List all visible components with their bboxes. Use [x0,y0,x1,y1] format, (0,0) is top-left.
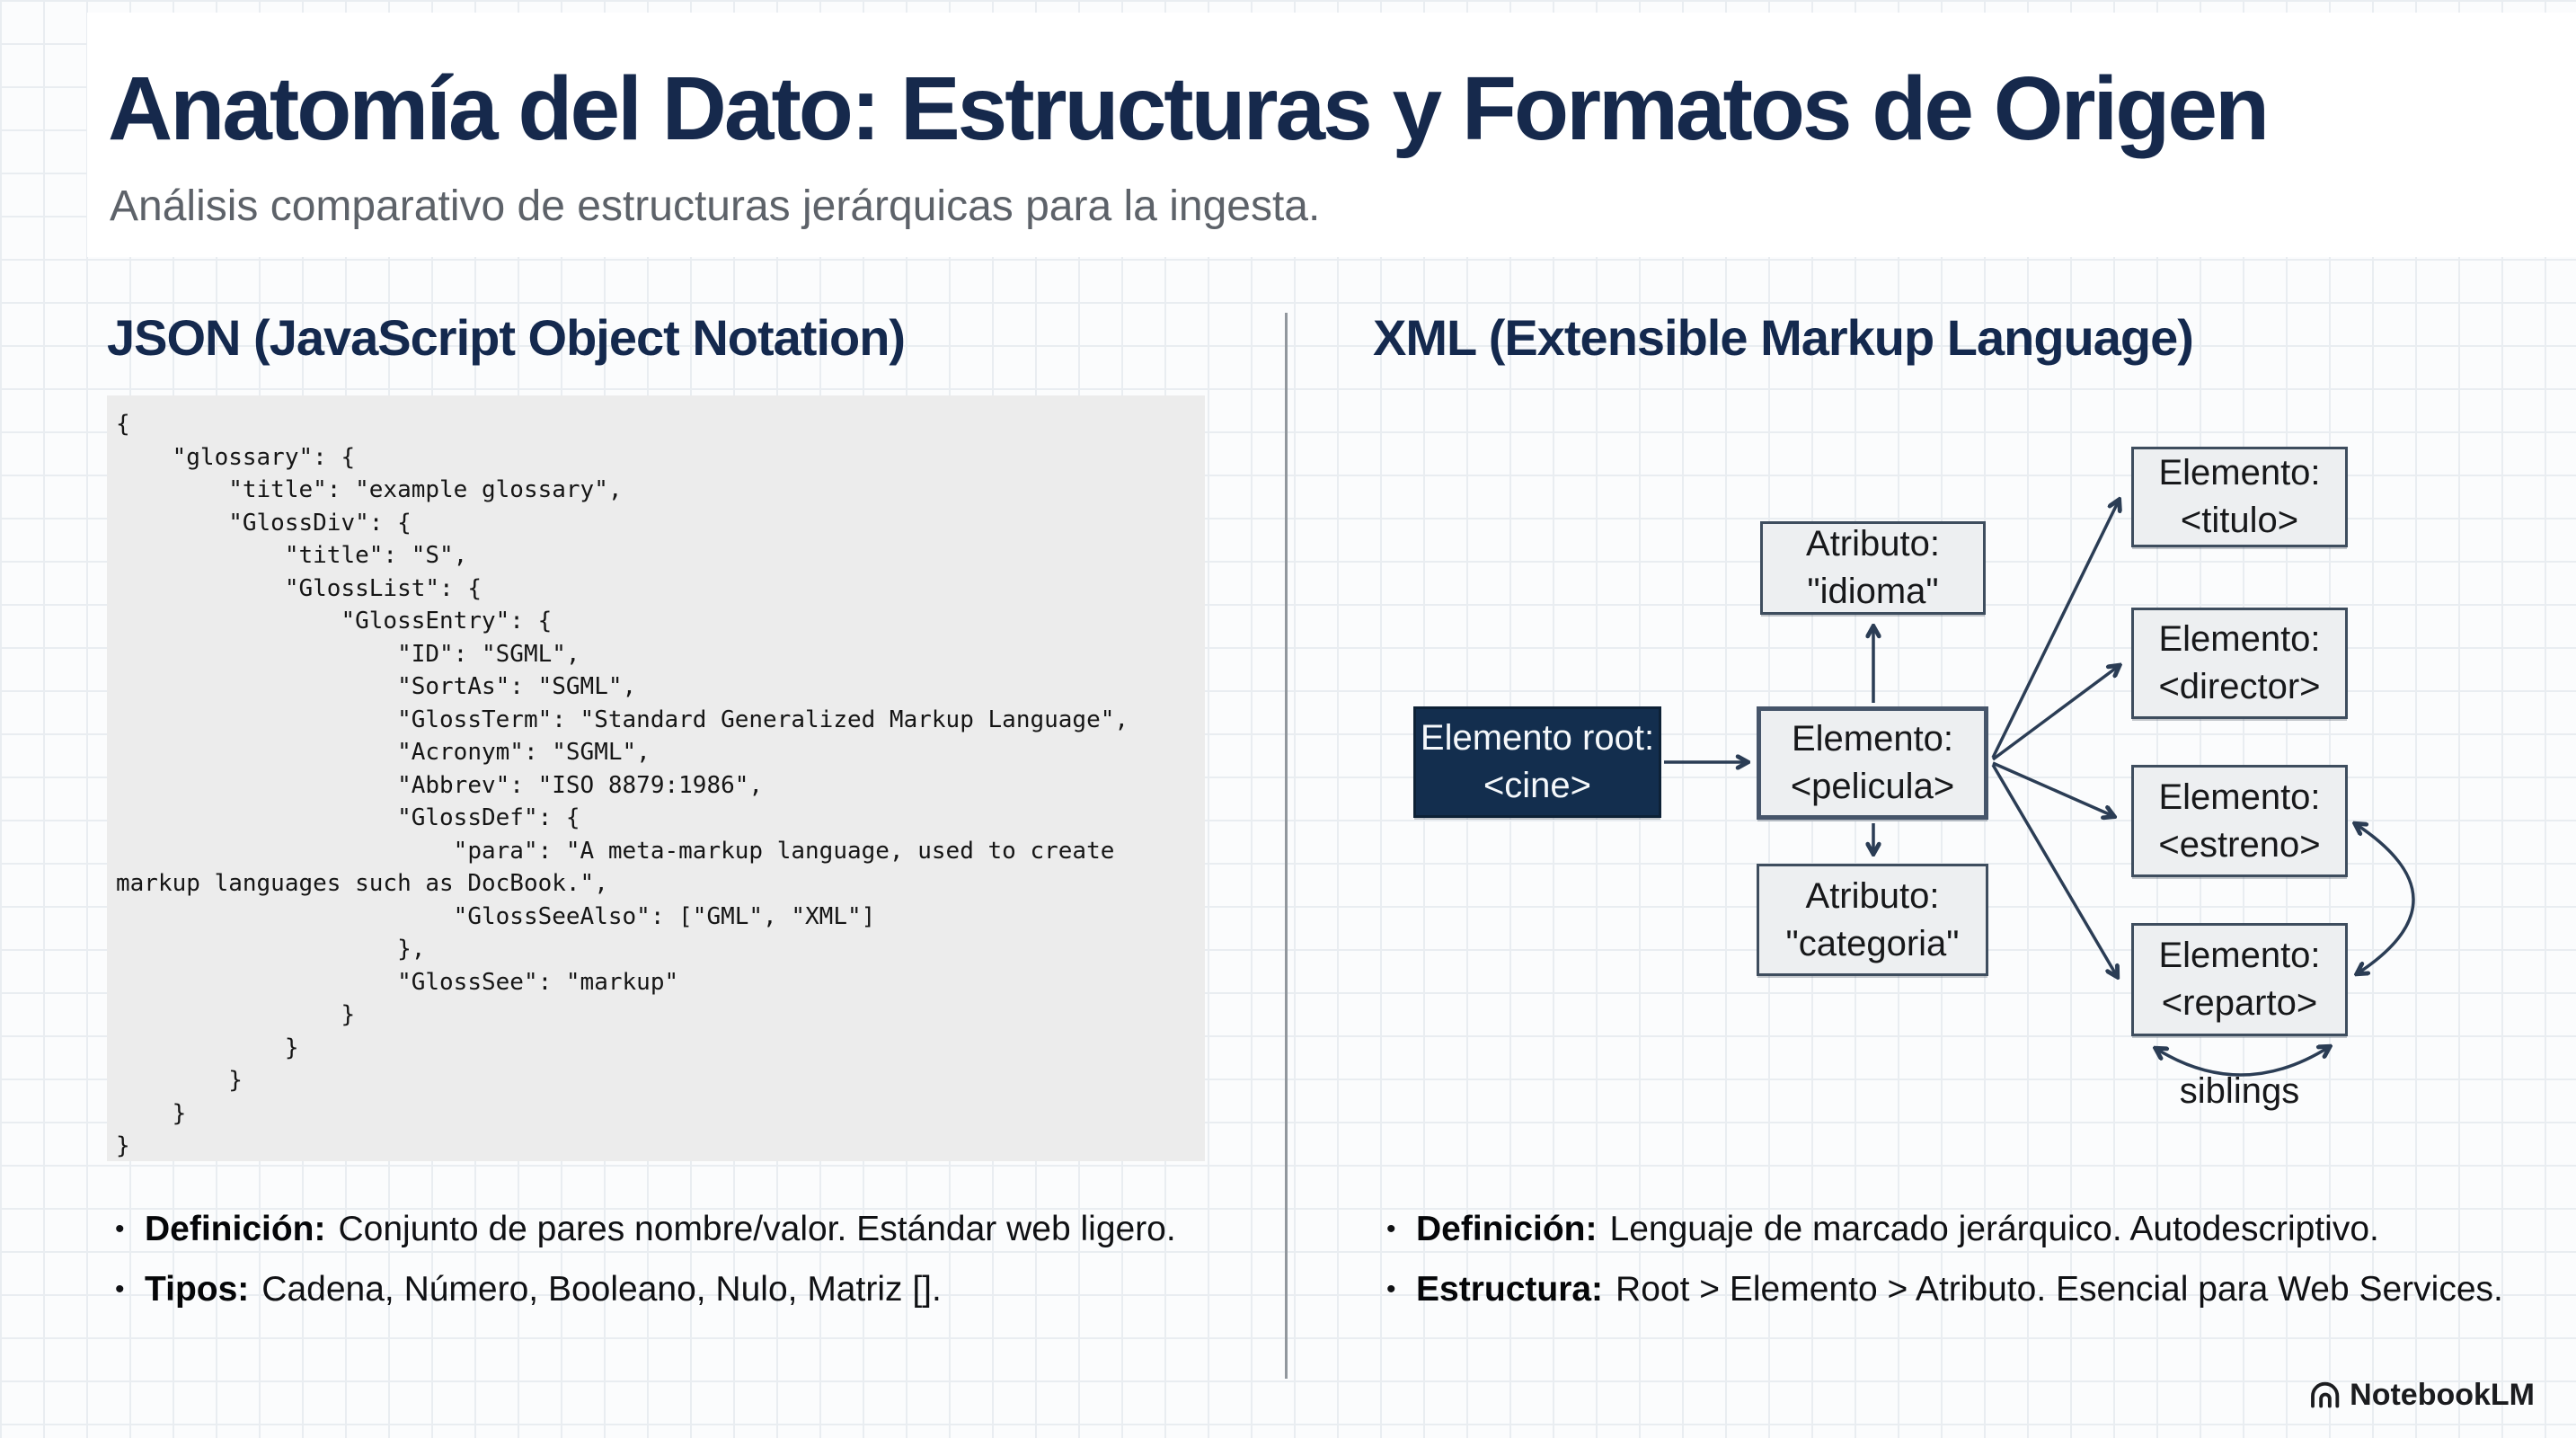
box-line2: <cine> [1483,766,1592,805]
bullet-body: Conjunto de pares nombre/valor. Estándar… [338,1210,1176,1248]
bullet-body: Lenguaje de marcado jerárquico. Autodesc… [1609,1210,2379,1248]
xml-bullets: • Definición: Lenguaje de marcado jerárqu… [1386,1201,2550,1321]
box-line1: Elemento: [2158,619,2321,659]
bullet-label: Tipos: [145,1270,250,1309]
diagram-box-elemento-titulo: Elemento: <titulo> [2131,447,2348,547]
box-line1: Elemento: [2158,936,2321,975]
box-line2: <titulo> [2180,501,2299,540]
json-code-block: { "glossary": { "title": "example glossa… [107,395,1205,1161]
diagram-box-atributo-categoria: Atributo: "categoria" [1757,864,1988,976]
box-line2: <estreno> [2158,824,2321,865]
box-line1: Atributo: [1806,524,1940,564]
notebooklm-brand: NotebookLM [2306,1377,2535,1413]
xml-bullet-estructura: • Estructura: Root > Elemento > Atributo.… [1386,1261,2550,1318]
xml-bullet-definicion: • Definición: Lenguaje de marcado jerárqu… [1386,1201,2550,1257]
arrow-pelicula-to-reparto [1991,764,2117,976]
notebooklm-label: NotebookLM [2350,1377,2535,1412]
box-line2: <director> [2158,667,2321,706]
arrow-estreno-reparto-curve [2356,824,2415,973]
notebooklm-icon [2311,1381,2340,1408]
bullet-text: Definición: Lenguaje de marcado jerárquic… [1416,1201,2379,1257]
json-bullet-tipos: • Tipos: Cadena, Número, Booleano, Nulo, … [115,1261,1310,1318]
bullet-dot: • [1386,1274,1396,1304]
column-divider [1285,313,1288,1379]
xml-section-heading: XML (Extensible Markup Language) [1373,309,2194,366]
bullet-dot: • [115,1274,125,1304]
bullet-text: Estructura: Root > Elemento > Atributo. E… [1416,1261,2503,1318]
page-subtitle: Análisis comparativo de estructuras jerá… [110,182,1321,230]
box-line2: <reparto> [2161,983,2318,1023]
bullet-dot: • [115,1214,125,1244]
json-bullet-definicion: • Definición: Conjunto de pares nombre/va… [115,1201,1310,1257]
box-line1: Atributo: [1805,875,1940,916]
json-bullets: • Definición: Conjunto de pares nombre/va… [115,1201,1310,1321]
box-line2: "categoria" [1785,923,1960,963]
bullet-text: Definición: Conjunto de pares nombre/valo… [145,1201,1176,1257]
arrow-pelicula-to-director [1991,666,2119,761]
box-line1: Elemento: [2158,777,2321,817]
bullet-label: Estructura: [1416,1270,1604,1309]
bullet-dot: • [1386,1214,1396,1244]
diagram-box-atributo-idioma: Atributo: "idioma" [1760,521,1986,615]
diagram-box-elemento-director: Elemento: <director> [2131,608,2348,719]
json-section-heading: JSON (JavaScript Object Notation) [107,309,906,366]
arrow-pelicula-to-titulo [1991,501,2119,759]
siblings-label: siblings [2179,1071,2300,1111]
bullet-label: Definición: [145,1210,326,1248]
diagram-box-elemento-pelicula: Elemento: <pelicula> [1757,706,1988,820]
box-line1: Elemento: [2158,453,2321,493]
arrow-pelicula-to-estreno [1992,761,2113,816]
box-line1: Elemento root: [1420,718,1655,758]
diagram-box-elemento-reparto: Elemento: <reparto> [2131,923,2348,1036]
page-title: Anatomía del Dato: Estructuras y Formato… [108,58,2270,159]
box-line1: Elemento: [1791,719,1954,759]
box-line2: <pelicula> [1790,767,1955,806]
bullet-text: Tipos: Cadena, Número, Booleano, Nulo, Ma… [145,1261,942,1318]
title-band: Anatomía del Dato: Estructuras y Formato… [87,13,2576,257]
bullet-body: Cadena, Número, Booleano, Nulo, Matriz [… [261,1270,942,1309]
diagram-box-root-cine: Elemento root: <cine> [1413,706,1661,818]
box-line2: "idioma" [1807,572,1939,611]
bullet-label: Definición: [1416,1210,1598,1248]
bullet-body: Root > Elemento > Atributo. Esencial par… [1616,1270,2503,1309]
diagram-box-elemento-estreno: Elemento: <estreno> [2131,765,2348,877]
